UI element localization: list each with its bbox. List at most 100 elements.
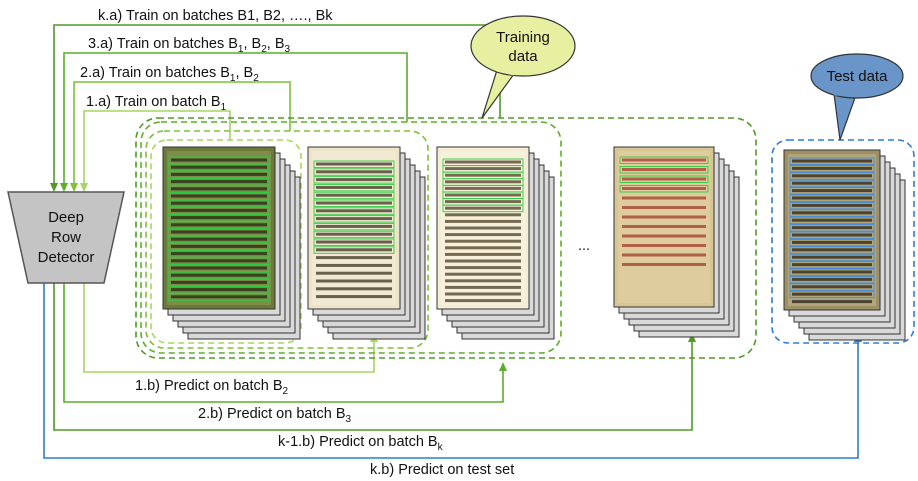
text-line (445, 285, 521, 289)
text-line (445, 160, 521, 164)
text-line (171, 237, 267, 241)
text-line (792, 300, 872, 304)
text-line (792, 181, 872, 185)
train-loop-2 (73, 81, 291, 183)
text-line (316, 232, 392, 236)
row-detection-box (789, 157, 875, 165)
text-line (792, 226, 872, 230)
arrowhead-train-2 (70, 183, 78, 192)
batch-boundary-3 (140, 121, 562, 354)
text-line (622, 263, 706, 266)
document-stack-batch-1 (162, 146, 301, 340)
text-line (445, 239, 521, 243)
text-line (171, 273, 267, 277)
text-line (316, 217, 392, 221)
text-line (316, 178, 392, 182)
row-detection-box (313, 230, 395, 239)
text-line (316, 295, 392, 299)
document-stack-batch-3 (436, 146, 555, 340)
text-line (171, 280, 267, 284)
row-detection-box (619, 175, 709, 183)
row-detection-box (313, 160, 395, 168)
training-callout-line2: data (508, 48, 538, 65)
text-line (316, 248, 392, 252)
text-line (445, 266, 521, 270)
detector-label-line1: Deep (48, 209, 84, 226)
row-detection-box (789, 275, 875, 284)
text-line (792, 196, 872, 200)
text-line (622, 158, 706, 162)
row-detection-box (789, 231, 875, 239)
row-detection-box (168, 271, 270, 280)
row-detection-box (313, 168, 395, 176)
row-detection-box (442, 204, 524, 213)
predict-line-1 (83, 283, 375, 373)
text-line (445, 193, 521, 197)
text-line (316, 170, 392, 174)
text-line (445, 292, 521, 296)
text-line (316, 185, 392, 189)
arrowhead-train-3 (60, 183, 68, 192)
text-line (622, 234, 706, 238)
row-detection-box (168, 206, 270, 215)
text-line (171, 230, 267, 234)
text-line (622, 215, 706, 219)
text-line (622, 244, 706, 247)
row-detection-box (168, 163, 270, 172)
row-detection-box (313, 246, 395, 254)
text-line (622, 225, 706, 228)
row-detection-box (789, 172, 875, 180)
text-line (445, 186, 521, 190)
row-detection-box (789, 290, 875, 299)
test-callout-label: Test data (827, 68, 889, 85)
train-step-2-label: 2.a) Train on batches B1, B2 (80, 65, 259, 84)
text-line (445, 206, 521, 210)
row-detection-box (168, 214, 270, 222)
train-loop-1 (83, 110, 231, 183)
text-line (445, 219, 521, 223)
text-line (445, 233, 521, 237)
text-line (622, 177, 706, 181)
text-line (622, 187, 706, 190)
arrowhead-train-1 (80, 183, 88, 192)
row-detection-box (789, 201, 875, 210)
text-line (445, 173, 521, 177)
row-detection-box (789, 261, 875, 269)
deep-row-detector: Deep Row Detector (7, 191, 125, 284)
row-detection-box (313, 215, 395, 223)
predict-line-k1 (53, 283, 693, 431)
row-detection-box (168, 293, 270, 301)
row-detection-box (789, 179, 875, 188)
text-line (622, 206, 706, 209)
text-line (316, 209, 392, 213)
arrowhead-train-k (50, 183, 58, 192)
train-step-1-label: 1.a) Train on batch B1 (86, 94, 227, 113)
document-stack-batch-2 (307, 146, 426, 340)
ellipsis-label: ... (578, 238, 590, 254)
text-line (316, 162, 392, 166)
row-detection-box (313, 238, 395, 246)
row-detection-box (313, 207, 395, 215)
text-line (792, 166, 872, 170)
row-detection-box (313, 199, 395, 207)
predict-step-2-label: 2.b) Predict on batch B3 (198, 406, 352, 425)
text-line (445, 252, 521, 256)
row-detection-box (619, 166, 709, 174)
text-line (445, 213, 521, 217)
text-line (316, 240, 392, 244)
row-detection-box (168, 235, 270, 244)
row-detection-box (168, 250, 270, 258)
detector-label-line2: Row (51, 229, 81, 246)
training-callout-line1: Training (496, 29, 550, 46)
row-detection-box (168, 242, 270, 251)
row-detection-box (168, 178, 270, 186)
text-line (445, 226, 521, 230)
train-loop-3 (63, 52, 408, 183)
row-detection-box (789, 253, 875, 262)
row-detection-box (789, 224, 875, 232)
text-line (792, 174, 872, 178)
batch-boundary-2 (145, 130, 429, 349)
text-line (171, 165, 267, 169)
text-line (792, 240, 872, 244)
text-line (445, 272, 521, 276)
